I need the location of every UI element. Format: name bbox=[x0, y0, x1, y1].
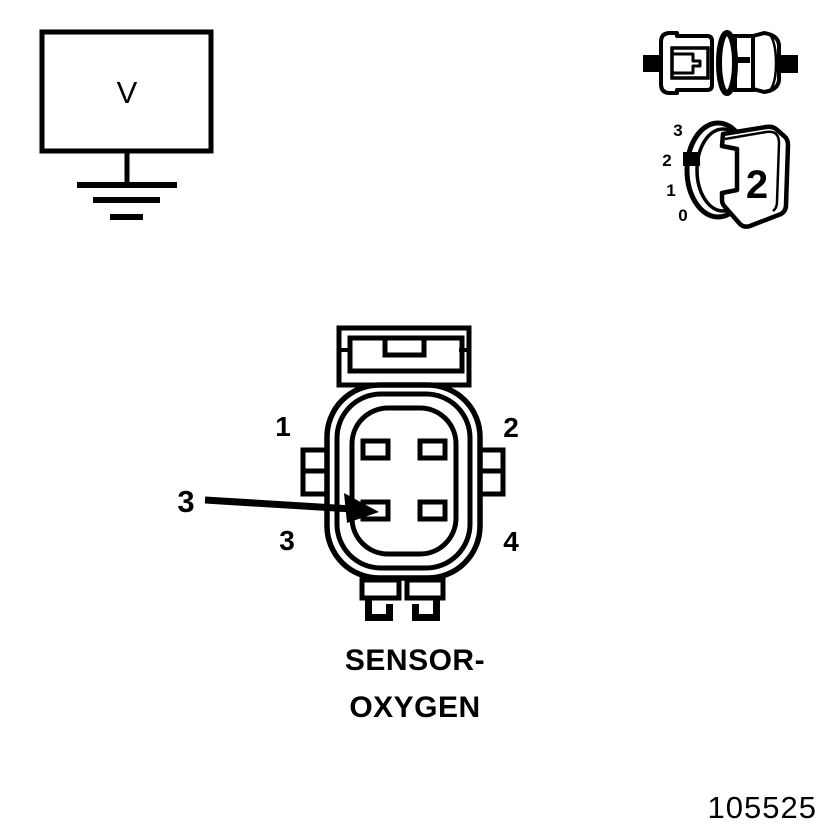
disconnect-connector-icon bbox=[643, 30, 798, 96]
connector-caption-line-1: SENSOR- bbox=[344, 644, 486, 677]
dial-knob-bevel bbox=[724, 130, 781, 212]
callout-label: 3 bbox=[177, 484, 194, 519]
pin-label-1: 1 bbox=[275, 411, 291, 442]
dial-scale-label-0: 0 bbox=[678, 206, 687, 225]
side-latch-left bbox=[300, 447, 327, 497]
part-number: 105525 bbox=[707, 790, 817, 825]
wire-stub-left bbox=[643, 55, 663, 72]
voltmeter-label: V bbox=[117, 75, 138, 110]
callout-arrow-shaft bbox=[204, 496, 353, 513]
pin-callout-arrow bbox=[204, 493, 379, 523]
meter-dial-icon: 3 2 1 0 2 bbox=[662, 120, 791, 229]
connector-caption-line-2: OXYGEN bbox=[349, 691, 481, 724]
ground-icon bbox=[77, 182, 177, 220]
pin-label-4: 4 bbox=[503, 526, 519, 557]
voltmeter-box bbox=[39, 29, 214, 154]
foot-bar-right bbox=[404, 577, 446, 601]
connector-body-inner bbox=[349, 405, 459, 557]
male-connector-cavity bbox=[670, 46, 710, 80]
wire-stub-right bbox=[779, 55, 798, 73]
connector-caption: SENSOR- OXYGEN bbox=[315, 637, 515, 731]
callout-arrow-head bbox=[344, 493, 379, 523]
oxygen-sensor-connector: 3 1 2 3 4 bbox=[177, 325, 519, 621]
dial-marker bbox=[683, 152, 700, 166]
voltmeter-symbol: V bbox=[39, 29, 214, 220]
female-housing-edge bbox=[769, 35, 778, 90]
male-connector-housing bbox=[659, 31, 714, 95]
side-latch-right bbox=[480, 447, 506, 497]
male-terminal-blade bbox=[672, 52, 702, 75]
foot-bar-left bbox=[359, 577, 402, 601]
pin-cavity-2 bbox=[417, 438, 448, 461]
pin-cavity-1 bbox=[360, 438, 391, 461]
foot-hook-left bbox=[365, 598, 393, 621]
dial-knob bbox=[719, 124, 791, 229]
dial-scale-label-3: 3 bbox=[673, 121, 682, 140]
pin-cavity-4 bbox=[417, 499, 448, 522]
dial-scale-label-2: 2 bbox=[662, 151, 671, 170]
lock-tab-notch bbox=[382, 335, 427, 358]
connector-lock-tab bbox=[336, 325, 472, 388]
dial-scale-label-1: 1 bbox=[666, 181, 675, 200]
pin-label-2: 2 bbox=[503, 412, 519, 443]
terminal-slot bbox=[737, 57, 750, 63]
foot-hook-right bbox=[412, 598, 440, 621]
female-connector-housing bbox=[751, 31, 781, 94]
mounting-feet bbox=[359, 577, 446, 621]
seal-ring bbox=[716, 30, 738, 96]
dial-position-label: 2 bbox=[746, 163, 768, 207]
pin-label-3: 3 bbox=[279, 525, 295, 556]
